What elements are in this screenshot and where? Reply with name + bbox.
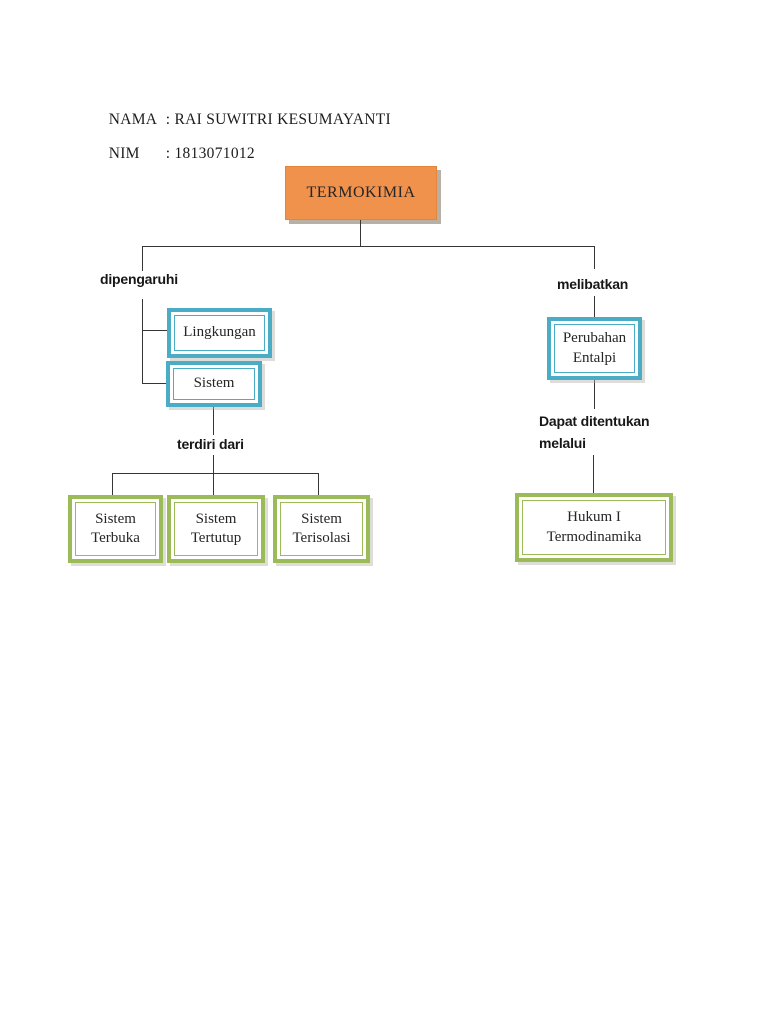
node-label-line: Entalpi [572,349,617,366]
node-sistem-terisolasi-label: Sistem Terisolasi [280,502,363,556]
node-label-line: Sistem [301,510,342,527]
connector-tertutup-drop [213,473,214,496]
nama-value: : RAI SUWITRI KESUMAYANTI [165,111,391,128]
connector-terbuka-drop [112,473,113,496]
connector-left-trunk [142,299,143,384]
node-sistem-tertutup: Sistem Tertutup [167,495,265,563]
connector-sistem-tick [142,383,167,384]
edge-label-dipengaruhi: dipengaruhi [100,271,178,287]
edge-label-melalui: melalui [539,435,586,451]
node-sistem: Sistem [166,361,262,407]
edge-label-dapat-ditentukan: Dapat ditentukan [539,413,650,429]
node-termokimia-label: TERMOKIMIA [306,184,416,201]
node-label-line: Perubahan [562,330,627,346]
node-lingkungan-label: Lingkungan [174,315,265,351]
connector-sistem-stem-lower [213,455,214,474]
nim-value: : 1813071012 [165,145,255,162]
node-hukum-i-termodinamika: Hukum I Termodinamika [515,493,673,562]
connector-root-stem [360,220,361,247]
nim-row: NIM : 1813071012 [92,127,255,181]
node-perubahan-entalpi-label: Perubahan Entalpi [554,324,635,373]
connector-top-branch [142,246,595,247]
node-sistem-tertutup-label: Sistem Tertutup [174,502,258,556]
node-sistem-terbuka: Sistem Terbuka [68,495,163,563]
nim-label: NIM [108,145,140,162]
nama-label: NAMA [108,111,158,128]
node-sistem-terisolasi: Sistem Terisolasi [273,495,370,563]
node-label-line: Tertutup [190,530,242,546]
connector-bottom-branch [112,473,319,474]
node-hukum-i-termodinamika-label: Hukum I Termodinamika [522,500,666,555]
node-label-line: Sistem [195,510,237,527]
node-label-line: Termodinamika [546,528,642,545]
connector-sistem-stem-upper [213,407,214,435]
node-label-line: Terbuka [91,530,140,546]
connector-melibatkan-stem [594,296,595,318]
edge-label-melibatkan: melibatkan [557,276,629,292]
node-label-line: Sistem [95,510,136,527]
edge-label-terdiri-dari: terdiri dari [177,436,244,452]
connector-terisolasi-drop [318,473,319,496]
connector-lingkungan-tick [142,330,168,331]
node-label-line: Terisolasi [292,530,351,546]
connector-left-drop [142,246,143,271]
connector-hukum-stem [593,455,594,494]
node-label-line: Hukum I [567,509,621,525]
connector-right-drop [594,246,595,269]
node-termokimia: TERMOKIMIA [285,166,437,220]
node-lingkungan: Lingkungan [167,308,272,358]
node-sistem-terbuka-label: Sistem Terbuka [75,502,156,556]
node-perubahan-entalpi: Perubahan Entalpi [547,317,642,380]
nama-row: NAMA : RAI SUWITRI KESUMAYANTI [92,93,391,147]
node-sistem-label: Sistem [173,368,255,400]
connector-perubahan-stem [594,379,595,409]
